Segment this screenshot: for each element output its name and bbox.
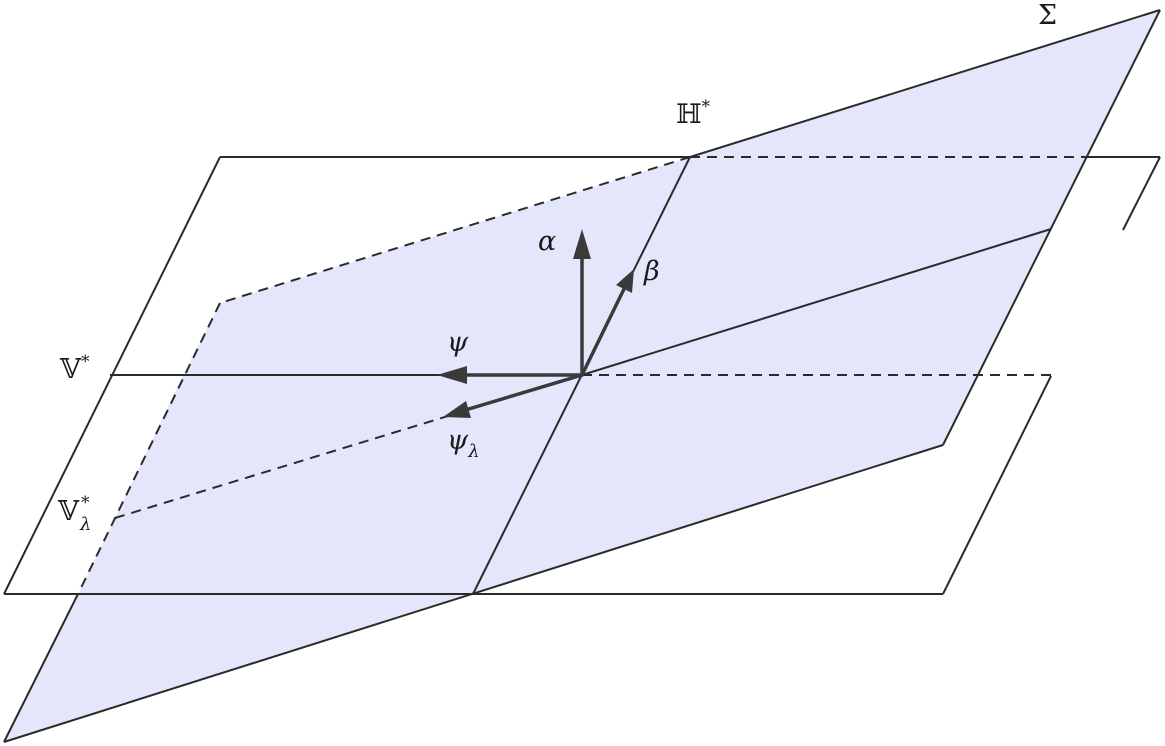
v-star-label: 𝕍*: [59, 352, 90, 385]
sigma-left-edge-lower: [3, 593, 79, 743]
horizontal-plane-right-edge-lower: [942, 375, 1052, 595]
v-lambda-star-sup: *: [81, 493, 90, 513]
v-star-sup: *: [81, 352, 90, 372]
horizontal-plane-right-edge-upper: [1122, 156, 1161, 231]
beta-vector: [580, 287, 626, 377]
psi-arrowhead: [437, 366, 467, 384]
psi-lambda-vector: [460, 373, 584, 413]
psi-lambda-label: ψλ: [447, 425, 480, 462]
psi-lambda-sub: λ: [467, 441, 479, 462]
beta-label: β: [643, 256, 660, 287]
sigma-top-edge-hidden: [219, 156, 691, 304]
v-lambda-star-sub: λ: [79, 514, 91, 535]
psi-label: ψ: [447, 327, 469, 358]
beta-arrowhead: [616, 269, 634, 293]
psi-lambda-base: ψ: [447, 425, 469, 456]
sigma-inner-line: [581, 228, 1052, 376]
psi-lambda-arrowhead: [443, 401, 471, 418]
sigma-top-edge: [689, 9, 1161, 158]
v-lambda-star-base: 𝕍: [57, 496, 80, 527]
alpha-arrowhead: [573, 229, 591, 259]
sigma-left-edge-hidden: [77, 302, 221, 595]
vectors: [437, 229, 634, 418]
v-star-base: 𝕍: [59, 354, 82, 385]
h-star-sup: *: [702, 97, 711, 117]
sigma-label: Σ: [1038, 0, 1057, 31]
v-lambda-star-line: [114, 374, 583, 519]
alpha-label: α: [538, 226, 556, 257]
h-star-base: ℍ: [676, 99, 702, 130]
hidden-lines: [77, 156, 1087, 595]
sigma-right-edge: [942, 9, 1161, 446]
v-lambda-star-label: 𝕍: [57, 496, 80, 527]
h-star-label: ℍ*: [676, 97, 711, 130]
